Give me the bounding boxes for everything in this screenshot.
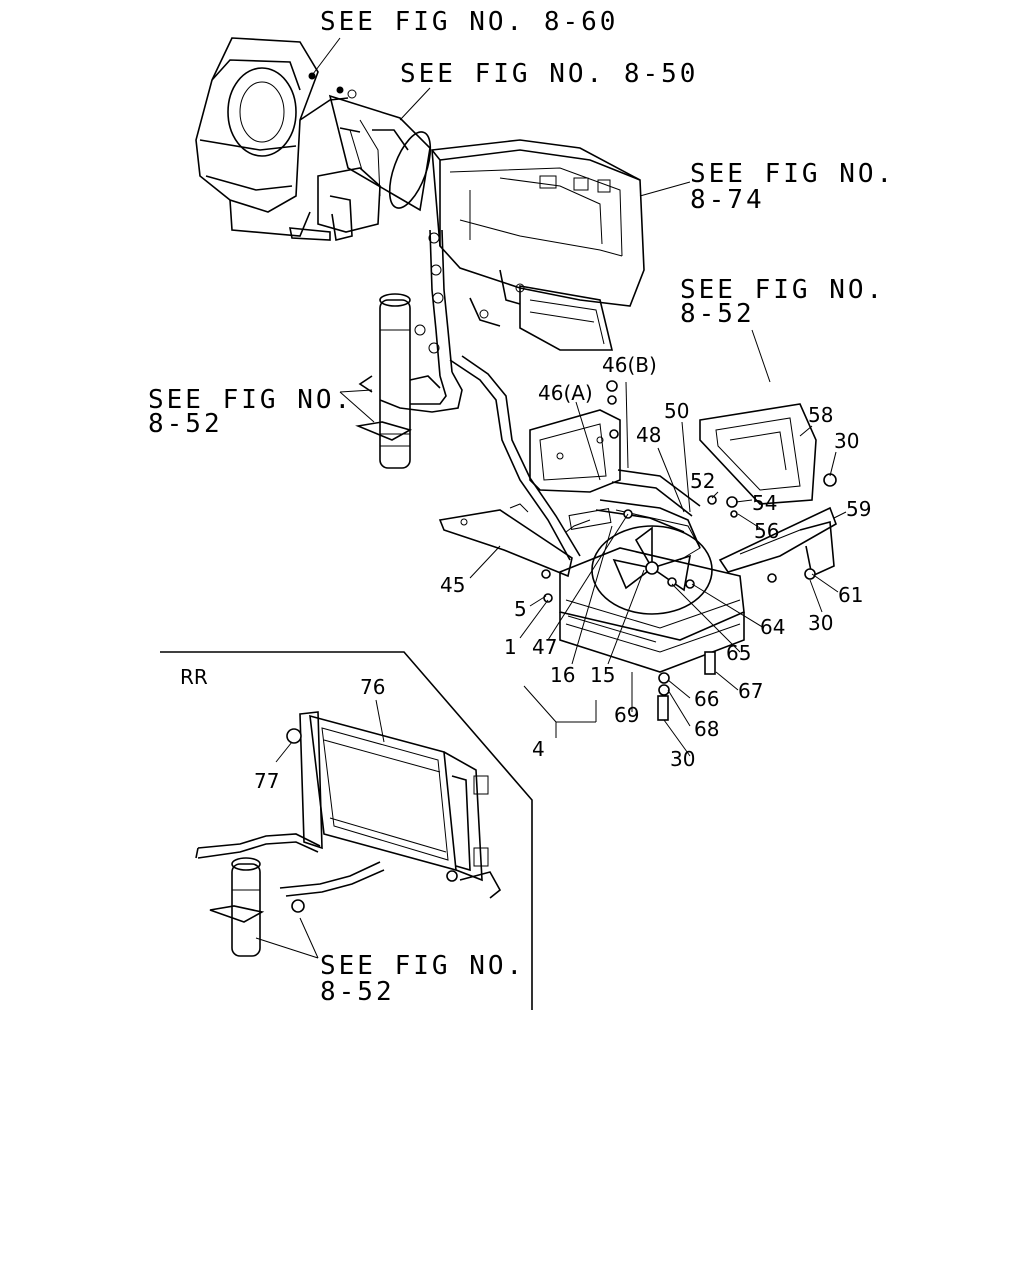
callout-30-upper: 30 <box>834 429 859 453</box>
ref-fig-8-52-bottom-line1: SEE FIG NO. <box>320 951 525 981</box>
callout-4: 4 <box>532 737 545 761</box>
callout-56: 56 <box>754 519 779 543</box>
ref-fig-8-74-line2: 8-74 <box>690 185 765 215</box>
callout-30-lower: 30 <box>670 747 695 771</box>
ref-fig-8-74-line1: SEE FIG NO. <box>690 159 895 189</box>
callout-61: 61 <box>838 583 863 607</box>
callout-50: 50 <box>664 399 689 423</box>
callout-69: 69 <box>614 703 639 727</box>
callout-54: 54 <box>752 491 777 515</box>
receiver-drier <box>355 293 441 469</box>
callout-1: 1 <box>504 635 517 659</box>
ref-fig-8-52-top-line2: 8-52 <box>680 299 755 329</box>
callout-46b: 46(B) <box>602 353 657 377</box>
callout-65: 65 <box>726 641 751 665</box>
callout-16: 16 <box>550 663 575 687</box>
hvac-unit <box>431 139 645 351</box>
ref-fig-8-52-top-line1: SEE FIG NO. <box>680 275 885 305</box>
leader-lines <box>309 37 847 757</box>
callout-15: 15 <box>590 663 615 687</box>
refrigerant-pipes <box>379 229 581 561</box>
callout-77: 77 <box>254 769 279 793</box>
callout-45: 45 <box>440 573 465 597</box>
ref-fig-8-50: SEE FIG NO. 8-50 <box>400 59 698 89</box>
callout-66: 66 <box>694 687 719 711</box>
callout-58: 58 <box>808 403 833 427</box>
callout-52: 52 <box>690 469 715 493</box>
bracket-59 <box>718 506 837 578</box>
callout-76: 76 <box>360 675 385 699</box>
ref-fig-8-52-left-line2: 8-52 <box>148 409 223 439</box>
callout-48: 48 <box>636 423 661 447</box>
left-bracket <box>529 409 621 493</box>
callout-5: 5 <box>514 597 527 621</box>
callout-59: 59 <box>846 497 871 521</box>
ref-fig-8-52-left-line1: SEE FIG NO. <box>148 385 353 415</box>
blower-assembly <box>195 37 432 241</box>
ref-fig-8-60: SEE FIG NO. 8-60 <box>320 7 618 37</box>
callout-68: 68 <box>694 717 719 741</box>
ref-fig-8-52-bottom-line2: 8-52 <box>320 977 395 1007</box>
callout-30-right: 30 <box>808 611 833 635</box>
callout-64: 64 <box>760 615 785 639</box>
bracket-45 <box>438 503 573 578</box>
callout-47: 47 <box>532 635 557 659</box>
bracket-58 <box>699 403 817 505</box>
inset-label-rr: RR <box>180 665 208 689</box>
inset-rr <box>160 651 533 1010</box>
callout-46a: 46(A) <box>538 381 593 405</box>
callout-67: 67 <box>738 679 763 703</box>
